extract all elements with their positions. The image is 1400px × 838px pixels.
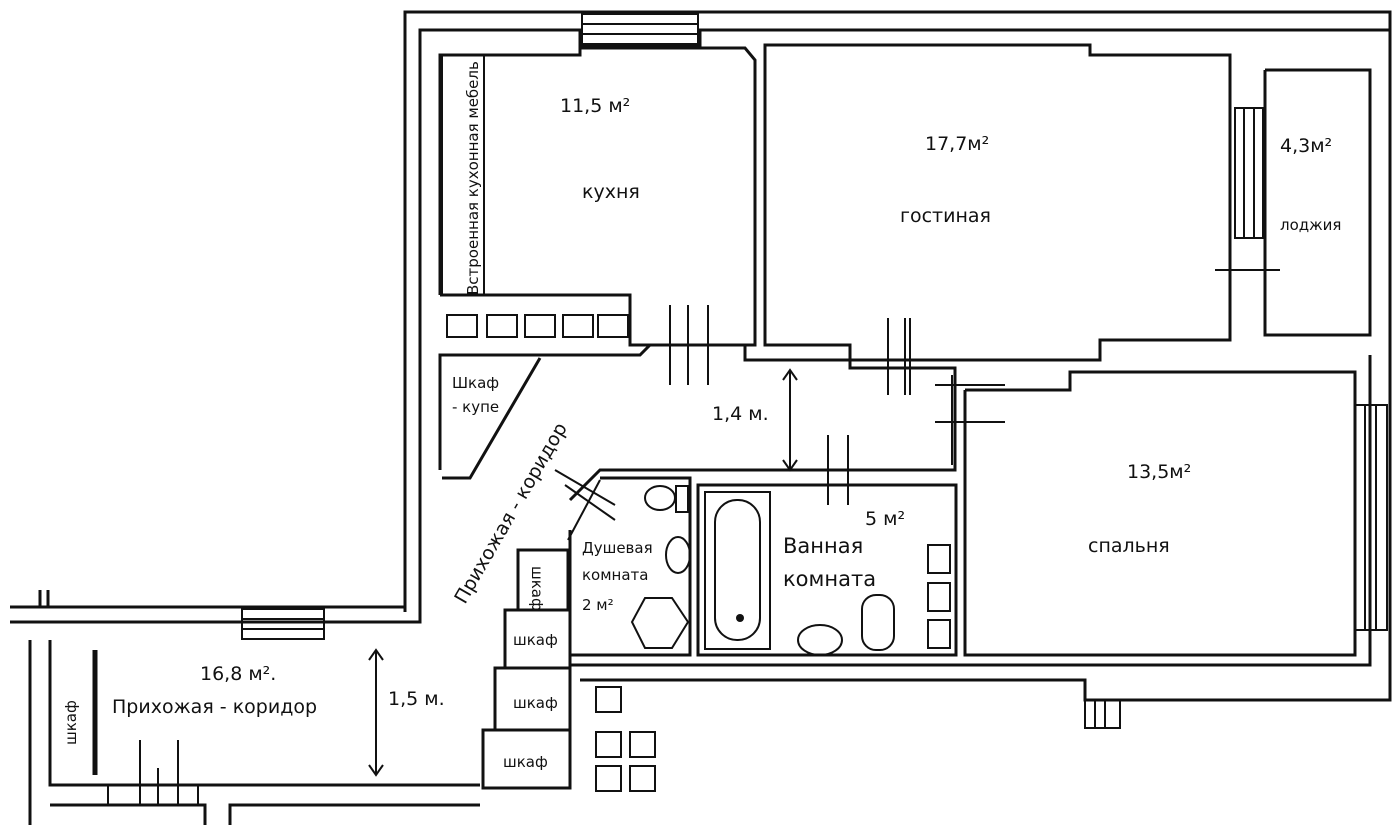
bathroom-area: 5 м² xyxy=(865,508,905,530)
living-room xyxy=(763,43,1232,362)
living-label: гостиная xyxy=(900,205,991,227)
wardrobe-label-2: - купе xyxy=(452,398,499,416)
wardrobe-label-1: Шкаф xyxy=(452,374,499,392)
bedroom xyxy=(963,370,1357,657)
kitchen-furniture-label: Встроенная кухонная мебель xyxy=(464,61,482,295)
kitchen-label: кухня xyxy=(582,181,640,203)
closet-label: шкаф xyxy=(528,566,546,611)
bathroom-label-2: комната xyxy=(783,567,876,591)
lower-hall-label: Прихожая - коридор xyxy=(112,696,317,718)
living-area: 17,7м² xyxy=(925,133,989,155)
upper-hall-width: 1,4 м. xyxy=(712,403,769,425)
bedroom-area: 13,5м² xyxy=(1127,461,1191,483)
windows xyxy=(107,13,1388,806)
kitchen-area: 11,5 м² xyxy=(560,95,630,117)
lower-hall-area: 16,8 м². xyxy=(200,663,276,685)
loggia-area: 4,3м² xyxy=(1280,135,1332,157)
loggia-label: лоджия xyxy=(1280,216,1341,234)
bathroom-label-1: Ванная xyxy=(783,534,863,558)
closet-label: шкаф xyxy=(62,700,80,745)
closet-label: шкаф xyxy=(503,753,548,771)
shower-label-2: комната xyxy=(582,566,648,584)
closet-label: шкаф xyxy=(513,694,558,712)
bedroom-label: спальня xyxy=(1088,535,1170,557)
shower-area: 2 м² xyxy=(582,596,614,614)
lower-hall-width: 1,5 м. xyxy=(388,688,445,710)
closet-label: шкаф xyxy=(513,631,558,649)
loggia xyxy=(1263,68,1372,337)
upper-corridor xyxy=(438,305,1005,541)
closets xyxy=(92,548,656,805)
kitchen xyxy=(438,46,757,347)
shower-label-1: Душевая xyxy=(582,539,653,557)
